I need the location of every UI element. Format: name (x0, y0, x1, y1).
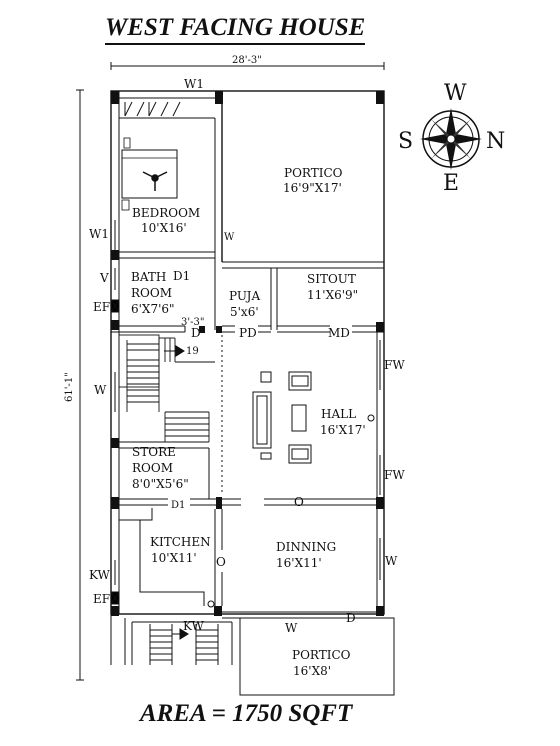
bedroom-size: 10'X16' (141, 221, 187, 235)
window-fw-2: FW (384, 468, 405, 482)
portico-bottom-size: 16'X8' (293, 664, 331, 678)
kitchen-counter (119, 508, 205, 606)
window-w-bottom: W (285, 621, 298, 635)
width-dimension: 28'-3" (110, 55, 385, 70)
stair-arrow-icon (164, 345, 185, 357)
compass-south: S (398, 129, 413, 154)
stair-gap-label: 3'-3" (181, 317, 204, 328)
front-stair-arrow-icon (172, 628, 189, 640)
portico-bottom-name: PORTICO (292, 648, 351, 662)
length-label: 61'-1" (64, 372, 75, 402)
compass-north: N (486, 129, 505, 154)
left-windows (110, 220, 120, 605)
portico-top-name: PORTICO (284, 166, 343, 180)
stair-count: 19 (186, 346, 199, 357)
compass-east: E (443, 171, 459, 196)
ceiling-fan-icon (142, 171, 168, 191)
opening-o-dinning: O (294, 495, 304, 509)
ventilator-v: V (99, 271, 109, 285)
compass-west: W (444, 81, 467, 106)
page-title: WEST FACING HOUSE (105, 14, 366, 45)
door-pd: PD (239, 326, 257, 340)
window-w-stair: W (94, 383, 107, 397)
window-w1-top: W1 (184, 77, 204, 91)
area-label: AREA = 1750 SQFT (140, 700, 353, 727)
window-w1-left: W1 (89, 227, 109, 241)
compass-icon (420, 108, 482, 170)
bottom-section (110, 611, 395, 696)
hall-name: HALL (321, 407, 356, 421)
door-d-bottom: D (346, 611, 356, 625)
bath-name: BATH (131, 270, 166, 284)
dinning-size: 16'X11' (276, 556, 322, 570)
window-w-dinning: W (385, 554, 398, 568)
bed (121, 137, 178, 211)
door-md: MD (328, 326, 350, 340)
puja-size: 5'x6' (230, 305, 259, 319)
portico-top-size: 16'9"X17' (283, 181, 342, 195)
window-kw-left: KW (89, 568, 111, 582)
opening-o-kitchen: O (216, 555, 226, 569)
store-size: 8'0"X5'6" (132, 477, 189, 491)
store-name: STORE (132, 445, 176, 459)
kitchen-name: KITCHEN (150, 535, 211, 549)
window-fw-1: FW (384, 358, 405, 372)
sitout-name: SITOUT (307, 272, 356, 286)
bath-name2: ROOM (131, 286, 172, 300)
dinning-name: DINNING (276, 540, 336, 554)
pillars (111, 91, 384, 616)
exhaust-fan-1: EF (93, 300, 110, 314)
length-dimension: 61'-1" (64, 89, 84, 681)
sitout-size: 11'X6'9" (307, 288, 358, 302)
bath-size: 6'X7'6" (131, 302, 175, 316)
sofa-set (252, 371, 312, 464)
store-kitchen-walls (111, 448, 384, 606)
exhaust-fan-2: EF (93, 592, 110, 606)
meter-icon (367, 414, 375, 422)
bedroom-name: BEDROOM (132, 206, 200, 220)
kitchen-size: 10'X11' (151, 551, 197, 565)
window-kw-bottom: KW (183, 619, 205, 633)
puja-sitout-walls (222, 261, 384, 333)
window-w-bedroom: W (224, 232, 235, 243)
store-name2: ROOM (132, 461, 173, 475)
puja-name: PUJA (229, 289, 260, 303)
width-label: 28'-3" (232, 55, 262, 66)
bedroom-wardrobe (124, 101, 181, 117)
staircase (118, 334, 215, 449)
bath-walls (111, 251, 215, 333)
door-d1-store: D1 (171, 500, 185, 511)
door-d1-bath: D1 (173, 269, 190, 283)
hall-size: 16'X17' (320, 423, 366, 437)
kitchen-meter-icon (207, 600, 215, 608)
door-d-bath: D (191, 326, 201, 340)
